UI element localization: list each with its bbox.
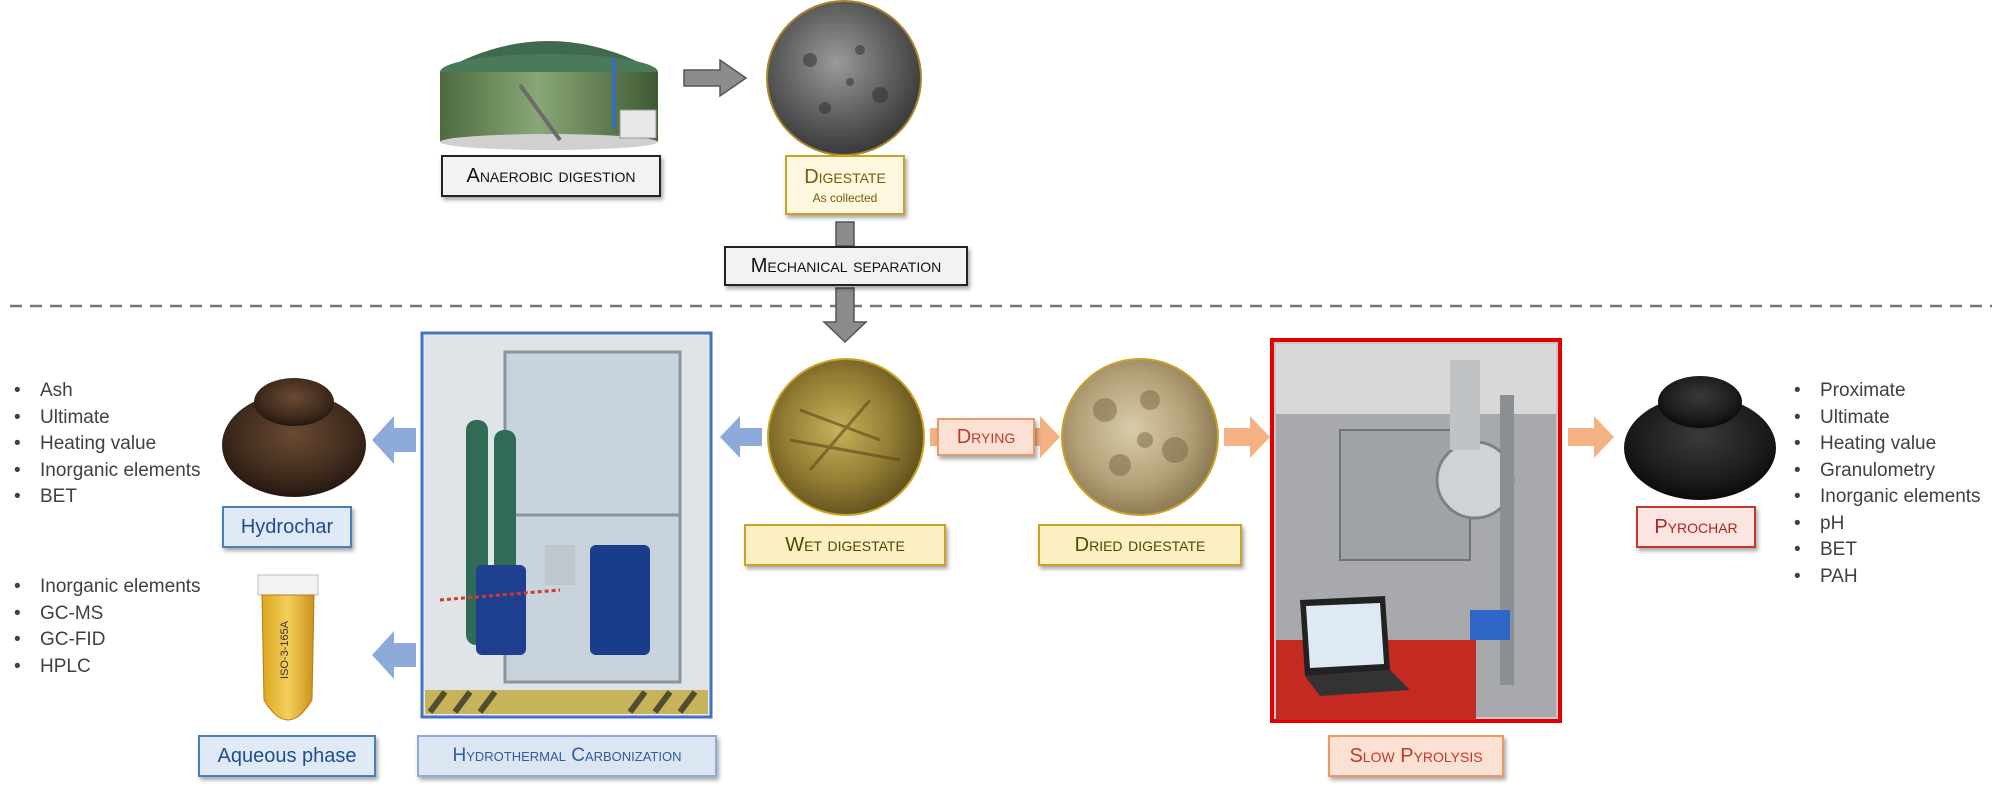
pyrochar-image <box>1624 396 1776 500</box>
drying-text: Drying <box>956 425 1016 448</box>
arrow-down-lower <box>822 287 868 344</box>
list-item: GC-MS <box>12 601 201 628</box>
list-item: Ultimate <box>12 405 201 432</box>
hydrochar-analyses-list: Ash Ultimate Heating value Inorganic ele… <box>12 378 201 511</box>
drying-label: Drying <box>937 418 1035 456</box>
list-item: BET <box>12 484 201 511</box>
aqueous-analyses-list: Inorganic elements GC-MS GC-FID HPLC <box>12 574 201 680</box>
hydrochar-image <box>222 393 366 497</box>
list-item: Inorganic elements <box>12 458 201 485</box>
pyrolysis-plant-image <box>1270 338 1562 723</box>
mechanical-separation-text: Mechanical separation <box>750 254 942 277</box>
digestate-label: Digestate As collected <box>785 155 905 215</box>
anaerobic-digestion-label: Anaerobic digestion <box>441 155 661 197</box>
list-item: HPLC <box>12 654 201 681</box>
htc-text: Hydrothermal Carbonization <box>452 745 682 766</box>
anaerobic-digestion-text: Anaerobic digestion <box>466 164 636 187</box>
arrow-to-aqueous <box>372 631 416 679</box>
list-item: Ultimate <box>1792 405 1981 432</box>
arrow-down-upper <box>835 221 855 247</box>
tube-label: ISO-3-165A <box>279 620 291 679</box>
dried-digestate-label: Dried digestate <box>1038 524 1242 566</box>
list-item: pH <box>1792 511 1981 538</box>
dried-digestate-text: Dried digestate <box>1074 533 1206 556</box>
htc-label: Hydrothermal Carbonization <box>417 735 717 777</box>
list-item: Proximate <box>1792 378 1981 405</box>
dried-digestate-image <box>1061 358 1219 516</box>
list-item: Inorganic elements <box>12 574 201 601</box>
list-item: PAH <box>1792 564 1981 591</box>
list-item: Heating value <box>1792 431 1981 458</box>
slow-pyrolysis-text: Slow Pyrolysis <box>1349 744 1483 767</box>
arrow-to-htc <box>720 416 762 458</box>
list-item: Ash <box>12 378 201 405</box>
aqueous-phase-text: Aqueous phase <box>217 744 357 767</box>
digester-tank-image <box>440 41 658 150</box>
wet-digestate-text: Wet digestate <box>785 533 905 556</box>
list-item: BET <box>1792 537 1981 564</box>
pyrochar-analyses-list: Proximate Ultimate Heating value Granulo… <box>1792 378 1981 590</box>
htc-reactor-image <box>420 331 713 719</box>
arrow-to-hydrochar <box>372 416 416 464</box>
wet-digestate-label: Wet digestate <box>744 524 946 566</box>
arrow-to-digestate <box>683 58 748 98</box>
slow-pyrolysis-label: Slow Pyrolysis <box>1328 735 1504 777</box>
aqueous-tube-image: ISO-3-165A <box>257 574 319 721</box>
list-item: Granulometry <box>1792 458 1981 485</box>
digestate-image <box>766 0 922 156</box>
mechanical-separation-label: Mechanical separation <box>724 246 968 286</box>
aqueous-phase-label: Aqueous phase <box>198 735 376 777</box>
digestate-text: Digestate <box>804 165 886 188</box>
hydrochar-text: Hydrochar <box>240 515 334 538</box>
digestate-subtext: As collected <box>812 190 878 205</box>
pyrochar-label: Pyrochar <box>1636 506 1756 548</box>
pyrochar-text: Pyrochar <box>1654 515 1738 538</box>
arrow-to-pyrolysis <box>1224 416 1270 458</box>
list-item: Inorganic elements <box>1792 484 1981 511</box>
arrow-to-pyrochar <box>1568 416 1614 458</box>
wet-digestate-image <box>767 358 925 516</box>
hydrochar-label: Hydrochar <box>222 506 352 548</box>
list-item: GC-FID <box>12 627 201 654</box>
list-item: Heating value <box>12 431 201 458</box>
